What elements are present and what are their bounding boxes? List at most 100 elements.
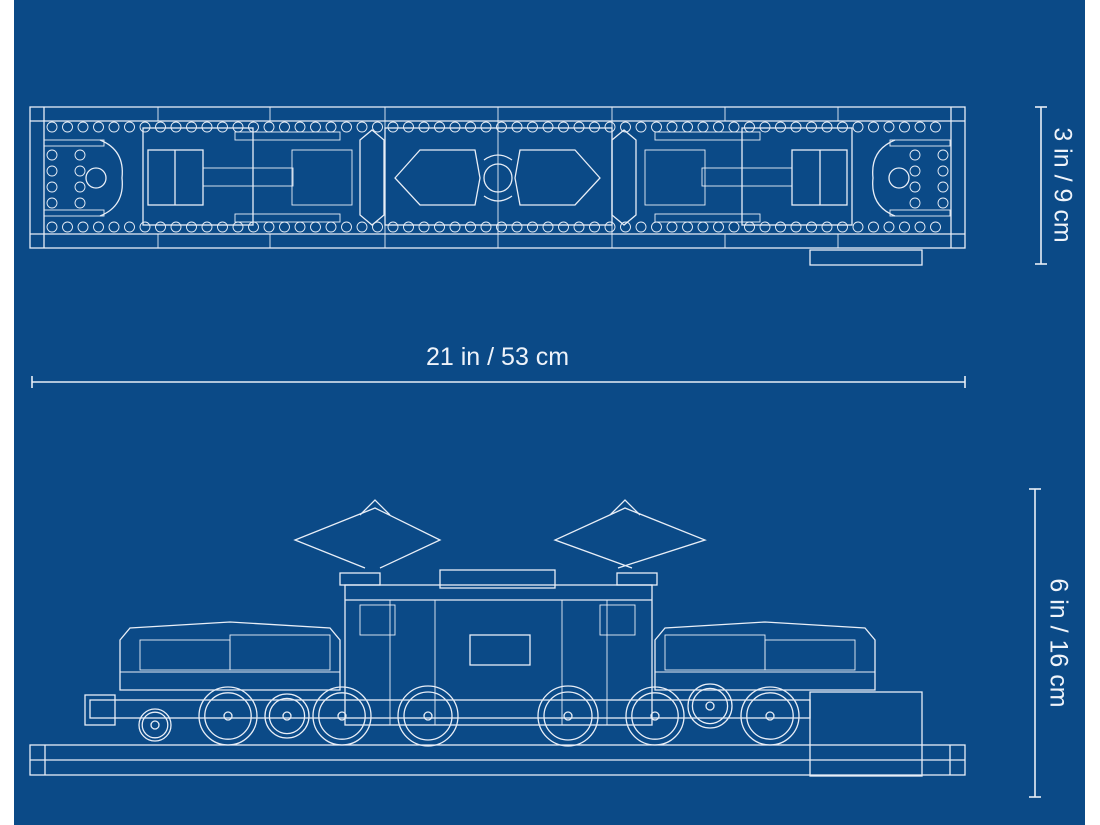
width-dimension-label: 21 in / 53 cm xyxy=(426,343,570,371)
stud xyxy=(480,121,492,133)
stud xyxy=(46,221,58,233)
side-view-drawing xyxy=(29,499,966,777)
stud xyxy=(883,121,895,133)
stud xyxy=(899,121,910,133)
stud xyxy=(883,221,895,233)
stud xyxy=(713,221,724,233)
stud xyxy=(155,221,166,233)
stud xyxy=(310,121,321,133)
stud xyxy=(480,221,492,233)
stud xyxy=(139,121,151,133)
stud xyxy=(937,197,949,209)
width-dimension-line xyxy=(31,376,966,388)
stud xyxy=(682,121,693,133)
stud xyxy=(697,221,709,233)
wheel xyxy=(264,693,310,739)
stud xyxy=(682,221,693,233)
stud xyxy=(186,221,197,233)
stud xyxy=(511,121,523,133)
stud xyxy=(589,121,600,133)
stud xyxy=(93,221,104,233)
wheel xyxy=(625,686,685,746)
stud xyxy=(666,121,678,133)
stud xyxy=(403,221,414,233)
stud xyxy=(775,121,786,133)
stud xyxy=(201,121,213,133)
stud xyxy=(418,221,430,233)
stud xyxy=(201,221,213,233)
stud xyxy=(511,221,523,233)
stud xyxy=(909,149,921,161)
stud xyxy=(728,221,740,233)
stud xyxy=(790,121,802,133)
stud xyxy=(759,121,771,133)
depth-dimension-label: 3 in / 9 cm xyxy=(1048,127,1077,243)
stud xyxy=(279,121,290,133)
stud xyxy=(775,221,786,233)
stud xyxy=(279,221,290,233)
stud xyxy=(937,181,949,193)
stud xyxy=(418,121,430,133)
stud xyxy=(74,197,86,209)
stud xyxy=(372,221,383,233)
stud xyxy=(46,181,58,193)
stud xyxy=(821,221,833,233)
stud xyxy=(651,221,662,233)
stud xyxy=(604,221,616,233)
stud xyxy=(837,121,848,133)
stud xyxy=(635,121,647,133)
stud xyxy=(914,221,926,233)
stud xyxy=(465,221,476,233)
stud xyxy=(496,221,507,233)
stud xyxy=(899,221,910,233)
stud xyxy=(527,221,538,233)
stud xyxy=(46,121,58,133)
stud xyxy=(868,121,879,133)
stud xyxy=(325,121,337,133)
stud xyxy=(108,221,120,233)
stud xyxy=(713,121,724,133)
stud xyxy=(62,221,73,233)
stud xyxy=(542,221,554,233)
stud xyxy=(852,221,864,233)
stud xyxy=(759,221,771,233)
stud xyxy=(310,221,321,233)
stud xyxy=(790,221,802,233)
height-dimension-line xyxy=(1029,488,1041,798)
wheel xyxy=(740,686,800,746)
stud xyxy=(930,121,941,133)
stud xyxy=(651,121,662,133)
wheel xyxy=(537,685,599,747)
stud xyxy=(74,165,86,177)
stud xyxy=(263,121,275,133)
stud xyxy=(937,165,949,177)
stud xyxy=(186,121,197,133)
stud xyxy=(573,221,585,233)
stud xyxy=(46,165,58,177)
stud xyxy=(124,221,135,233)
stud xyxy=(837,221,848,233)
stud xyxy=(728,121,740,133)
stud xyxy=(46,197,58,209)
stud xyxy=(449,121,461,133)
stud xyxy=(937,149,949,161)
stud xyxy=(434,121,445,133)
stud xyxy=(666,221,678,233)
stud xyxy=(852,121,864,133)
stud xyxy=(434,221,445,233)
wheel xyxy=(138,708,172,742)
stud xyxy=(46,149,58,161)
stud xyxy=(372,121,383,133)
stud xyxy=(294,121,306,133)
stud xyxy=(77,121,89,133)
stud xyxy=(170,121,182,133)
stud xyxy=(542,121,554,133)
stud xyxy=(496,121,507,133)
wheel xyxy=(397,685,459,747)
stud xyxy=(909,165,921,177)
stud xyxy=(403,121,414,133)
wheel xyxy=(687,683,733,729)
stud xyxy=(356,221,368,233)
stud xyxy=(170,221,182,233)
stud xyxy=(325,221,337,233)
